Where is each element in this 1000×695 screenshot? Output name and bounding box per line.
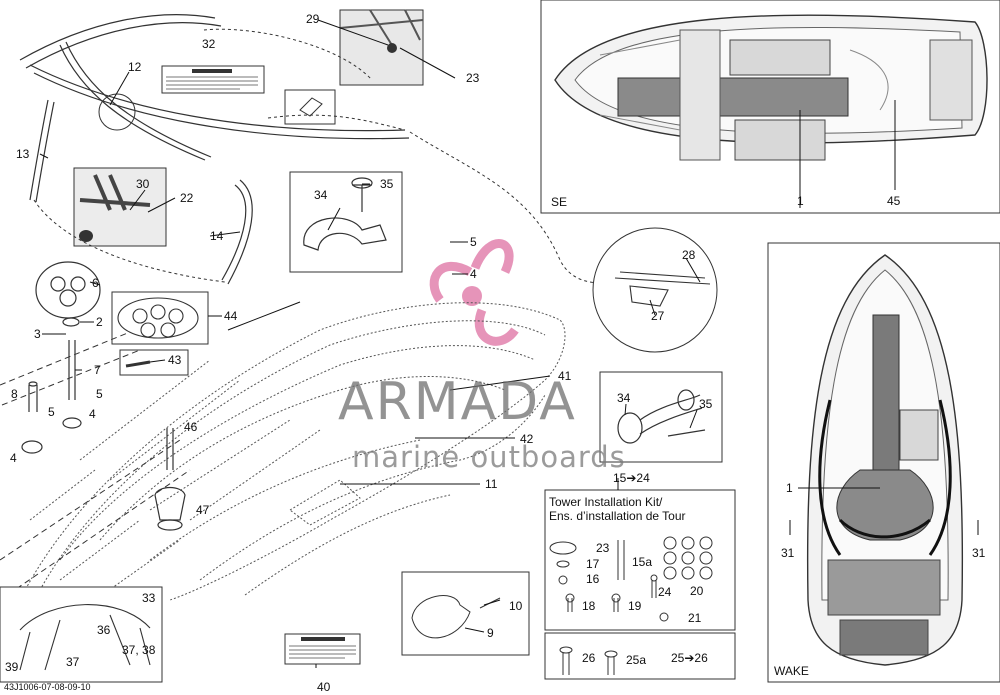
se-boat-topview	[554, 14, 988, 161]
tower-frame-drawing	[19, 14, 410, 285]
callout-23-kit: 23	[596, 541, 610, 555]
extra-range-label: 25➔26	[671, 651, 708, 665]
callout-1-se: 1	[797, 194, 804, 208]
callout-31-left: 31	[781, 546, 795, 560]
callout-36: 36	[97, 623, 111, 637]
callout-40: 40	[317, 680, 331, 694]
inset-photo-29	[339, 9, 424, 86]
wake-panel-label: WAKE	[774, 664, 809, 678]
callout-16: 16	[586, 572, 600, 586]
callout-27: 27	[651, 309, 665, 323]
callout-5-mid: 5	[96, 387, 103, 401]
inset-photo-30	[73, 167, 167, 247]
callout-4-mid: 4	[89, 407, 96, 421]
callout-34-top: 34	[314, 188, 328, 202]
callout-13: 13	[16, 147, 30, 161]
callout-17: 17	[586, 557, 600, 571]
callout-3: 3	[34, 327, 41, 341]
callout-1-wake: 1	[786, 481, 793, 495]
callout-39: 39	[5, 660, 19, 674]
callout-8: 8	[11, 387, 18, 401]
callout-11: 11	[485, 477, 498, 491]
callout-44: 44	[224, 309, 238, 323]
callout-47: 47	[196, 503, 210, 517]
callout-18: 18	[582, 599, 596, 613]
callout-28: 28	[682, 248, 696, 262]
callout-41: 41	[558, 369, 572, 383]
callout-21: 21	[688, 611, 702, 625]
spacer-grid-20	[663, 536, 713, 580]
watermark-brand: ARMADA	[338, 372, 577, 432]
tower-detail-circle	[98, 93, 136, 131]
callout-37: 37	[66, 655, 80, 669]
callout-6: 6	[92, 276, 99, 290]
callout-23: 23	[466, 71, 480, 85]
callout-24: 24	[658, 585, 672, 599]
callout-42: 42	[520, 432, 534, 446]
callout-5-left: 5	[48, 405, 55, 419]
callout-12: 12	[128, 60, 142, 74]
wake-boat-topview	[806, 254, 964, 666]
callout-29: 29	[306, 12, 320, 26]
callout-2: 2	[96, 315, 103, 329]
watermark-subtitle: marine outboards	[352, 440, 626, 474]
se-panel-label: SE	[551, 195, 568, 209]
callout-22: 22	[180, 191, 194, 205]
callout-20: 20	[690, 584, 704, 598]
callout-9: 9	[487, 626, 494, 640]
callout-4-right: 4	[470, 267, 477, 281]
callout-7: 7	[94, 363, 101, 377]
callout-43: 43	[168, 353, 182, 367]
callout-4-left: 4	[10, 451, 17, 465]
callout-10: 10	[509, 599, 523, 613]
callout-31-right: 31	[972, 546, 986, 560]
callout-14: 14	[210, 229, 224, 243]
callout-35-top: 35	[380, 177, 394, 191]
warning-label-32	[161, 65, 265, 94]
callout-25a: 25a	[626, 653, 647, 667]
callout-45: 45	[887, 194, 901, 208]
callout-33: 33	[142, 591, 156, 605]
callout-26: 26	[582, 651, 596, 665]
callout-19: 19	[628, 599, 642, 613]
callout-15a: 15a	[632, 555, 653, 569]
tower-pad-outline	[284, 89, 336, 125]
callout-46: 46	[184, 420, 198, 434]
callout-5-right: 5	[470, 235, 477, 249]
callout-32: 32	[202, 37, 216, 51]
callout-35-right: 35	[699, 397, 713, 411]
kit-title-line1: Tower Installation Kit/	[549, 495, 663, 509]
callout-34-right: 34	[617, 391, 631, 405]
kit-range-label: 15➔24	[613, 471, 650, 485]
footer-drawing-code: 43J1006-07-08-09-10	[4, 682, 91, 692]
watermark-propeller-logo	[429, 239, 519, 346]
callout-37-38: 37, 38	[122, 643, 156, 657]
callout-30: 30	[136, 177, 150, 191]
kit-title-line2: Ens. d’installation de Tour	[549, 509, 686, 523]
